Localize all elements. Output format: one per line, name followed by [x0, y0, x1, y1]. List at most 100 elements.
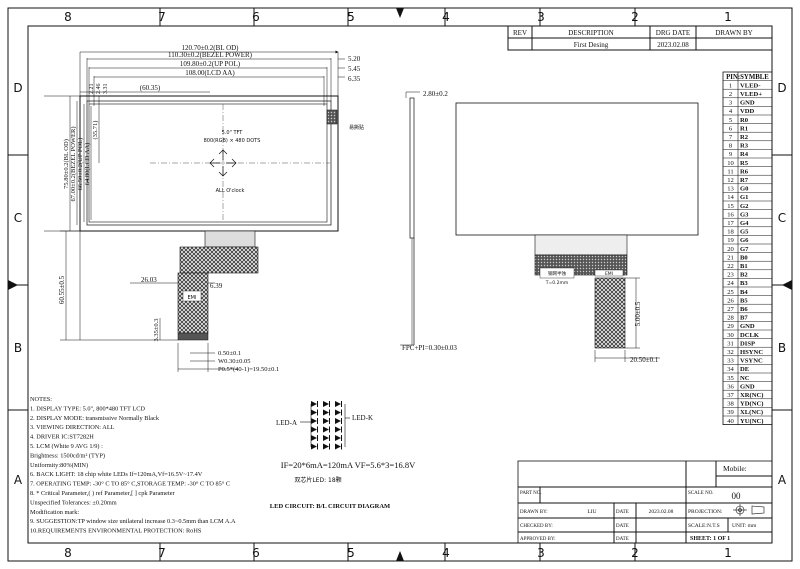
- pin-symbol: YD(NC): [740, 401, 763, 408]
- pin-symbol: YU(NC): [740, 418, 763, 425]
- dim-fpc-width: 6.39: [210, 282, 223, 290]
- column-label-2: 2: [631, 10, 639, 24]
- note-line: 7. OPERATING TEMP: -30° C TO 85° C,STORA…: [30, 481, 230, 488]
- note-line: Uniformity:80%(MIN): [30, 462, 88, 469]
- scale-nts: SCALE:N.T.S: [688, 523, 720, 529]
- pin-symbol: B4: [740, 289, 748, 296]
- date-value: 2023.02.08: [649, 509, 674, 515]
- pin-symbol: B2: [740, 272, 748, 279]
- led-diode-icon: [311, 409, 317, 416]
- dim-bl-od-height: 75.80±0.2(BL OD): [63, 139, 70, 189]
- dim-thickness: 2.80±0.2: [423, 90, 448, 98]
- date-label: DATE: [616, 510, 629, 515]
- pin-symbol: G5: [740, 229, 749, 236]
- dim-stiffener: 3.35±0.3: [153, 318, 160, 341]
- column-label-5: 5: [347, 546, 355, 560]
- notes-block: NOTES:1. DISPLAY TYPE: 5.0", 800*480 TFT…: [30, 396, 236, 535]
- pin-symbol: R5: [740, 160, 749, 167]
- pin-number: 39: [727, 409, 734, 416]
- pin-number: 37: [727, 392, 734, 399]
- pin-symbol: G0: [740, 186, 749, 193]
- pin-number: 13: [727, 186, 734, 193]
- pin-number: 23: [727, 272, 734, 279]
- led-diode-icon: [335, 443, 341, 450]
- pin-symbol: XR(NC): [740, 392, 763, 399]
- pin-symbol: HSYNC: [740, 349, 763, 356]
- pin-number: 5: [729, 117, 733, 124]
- dim-bezel-height: 67.00±0.2(BEZEL POWER): [70, 127, 77, 202]
- column-label-3: 3: [537, 10, 545, 24]
- pin-number: 3: [729, 100, 733, 107]
- approved-by-label: APPROVED BY:: [520, 537, 556, 542]
- pin-number: 24: [727, 280, 734, 287]
- dim-left-small-2: 2.46: [96, 84, 102, 95]
- back-fpc-tail: [594, 277, 626, 349]
- pin-number: 27: [727, 306, 734, 313]
- pin-number: 26: [727, 297, 734, 304]
- pin-number: 30: [727, 332, 734, 339]
- fpc-connector-area: [179, 246, 259, 274]
- drawing-frame: [7, 7, 793, 562]
- dim-lcd-aa-height: 64.80(LCD AA): [84, 143, 91, 186]
- row-label-B: B: [778, 341, 786, 355]
- dim-lcd-aa-width: 108.00(LCD AA): [185, 69, 235, 77]
- row-label-A: A: [778, 473, 787, 487]
- dim-fpc-pi: FPC+PI=0.30±0.03: [402, 344, 457, 352]
- pin-symbol: DE: [740, 366, 750, 373]
- led-diode-icon: [311, 401, 317, 407]
- scale-no-label: SCALE NO.: [688, 491, 714, 496]
- led-diode-icon: [335, 426, 341, 433]
- pin-number: 20: [727, 246, 734, 253]
- dim-half-height: (35.71): [92, 121, 99, 140]
- column-label-7: 7: [158, 10, 166, 24]
- viewing-direction-arrows: [209, 149, 237, 177]
- front-emi-label: EMI: [188, 295, 197, 301]
- pin-number: 34: [727, 366, 734, 373]
- led-diode-icon: [323, 418, 329, 424]
- resolution-label: 800(RGB) × 480 DOTS: [204, 138, 261, 144]
- led-diode-icon: [311, 426, 317, 433]
- pin-number: 36: [727, 383, 734, 390]
- led-diode-icon: [335, 409, 341, 416]
- column-label-6: 6: [252, 10, 260, 24]
- led-circuit: LED-A LED-K IF=20*6mA=120mA VF=5.6*3=16.…: [270, 401, 416, 510]
- column-label-4: 4: [442, 546, 450, 560]
- pin-symbol: NC: [740, 375, 750, 382]
- led-circuit-title: LED CIRCUIT: B/L CIRCUIT DIAGRAM: [270, 503, 390, 510]
- pin-number: 31: [727, 340, 734, 347]
- pin-symbol: VSYNC: [740, 358, 763, 365]
- note-line: 1. DISPLAY TYPE: 5.0", 800*480 TFT LCD: [30, 405, 145, 412]
- peel-tape: [326, 109, 338, 125]
- mobile-label: Mobile:: [723, 464, 747, 473]
- pin-number: 11: [727, 168, 733, 175]
- dim-back-fpc-width: 20.50±0.1: [630, 356, 659, 364]
- pin-symbol: R4: [740, 151, 749, 158]
- led-diode-icon: [323, 401, 329, 407]
- pin-number: 14: [727, 194, 734, 201]
- back-view: 钢网半蚀 T=0.2mm EMI 5.00±0.5 20.50±0.1: [455, 102, 699, 364]
- fpc-contacts: [177, 332, 209, 341]
- pin-symbol: GND: [740, 383, 755, 390]
- pin-number: 16: [727, 211, 734, 218]
- note-line: 4. DRIVER IC:ST7282H: [30, 434, 94, 441]
- back-emi-label: EMI: [605, 271, 613, 277]
- back-thickness-label: T=0.2mm: [545, 280, 568, 286]
- back-etch-label: 钢网半蚀: [548, 270, 566, 277]
- led-diode-icon: [323, 443, 329, 450]
- dim-fpc-offset: 26.03: [141, 276, 157, 284]
- dim-pin-width: W0.30±0.05: [218, 358, 250, 365]
- pin-symbol: B7: [740, 315, 748, 322]
- column-label-7: 7: [158, 546, 166, 560]
- title-block: Mobile: PART NO. SCALE NO. 00 DRAWN BY: …: [517, 460, 773, 544]
- pin-symbol: DCLK: [740, 332, 760, 339]
- part-no-label: PART NO.: [520, 491, 542, 496]
- row-label-C: C: [778, 211, 786, 225]
- pin-number: 38: [727, 401, 734, 408]
- row-label-D: D: [13, 81, 22, 95]
- column-label-2: 2: [631, 546, 639, 560]
- led-diode-icon: [335, 401, 341, 407]
- checked-by-label: CHECKED BY:: [520, 524, 553, 529]
- revision-date: 2023.02.08: [657, 41, 689, 49]
- dim-total-height: 60.55±0.5: [58, 275, 66, 304]
